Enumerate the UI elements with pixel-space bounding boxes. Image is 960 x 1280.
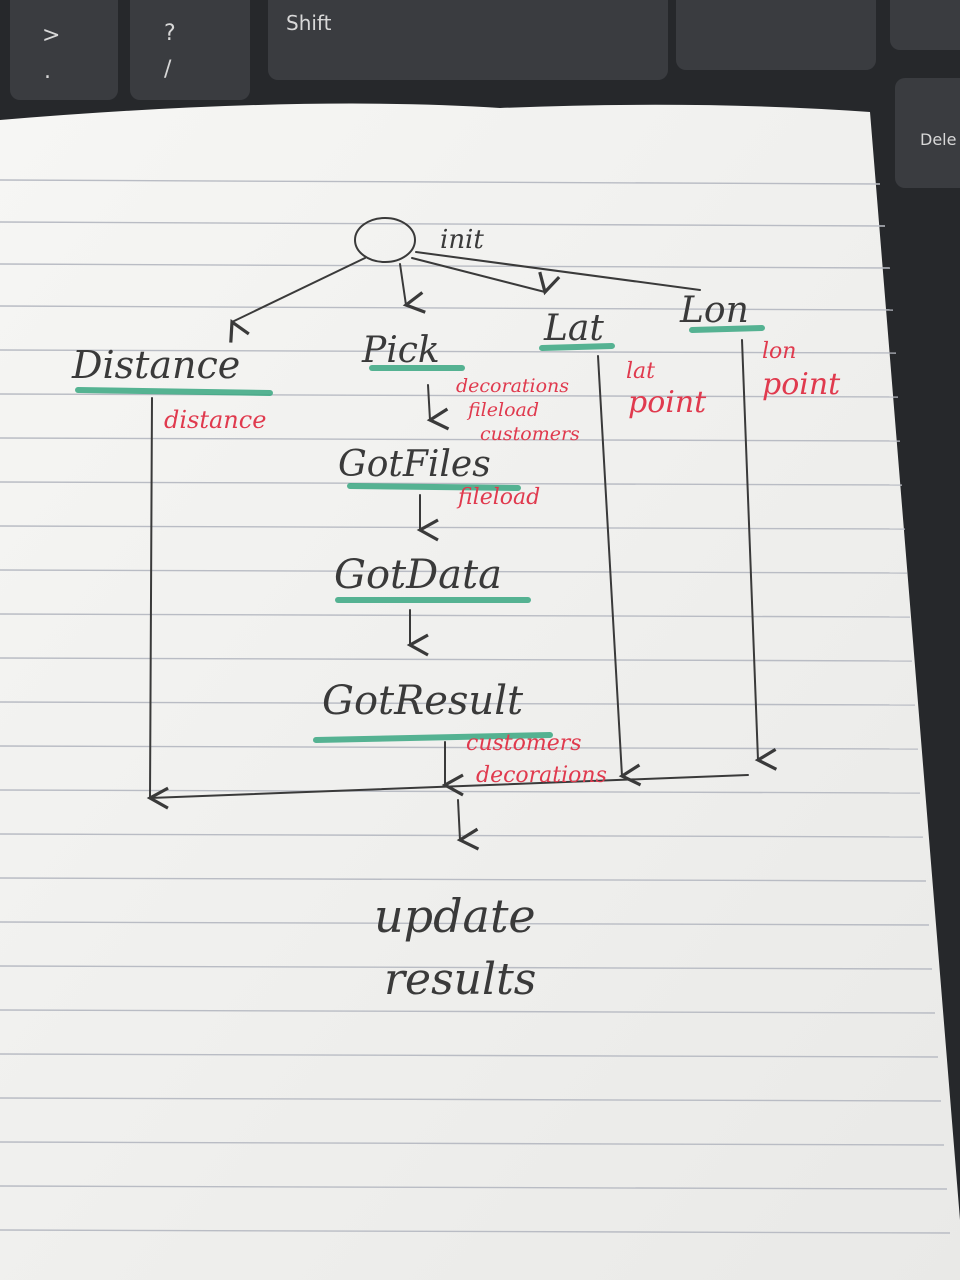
notebook-page [0,103,960,1280]
init-node [354,217,416,263]
label-got-data: GotData [334,552,502,598]
line-lat-down [597,355,642,787]
key-blank [676,0,876,70]
note-got-result-2: decorations [476,763,607,788]
note-pick-2: fileload [466,399,539,421]
label-got-result: GotResult [322,678,524,724]
note-pick-3: customers [480,423,580,445]
arrow-merge-update [456,799,480,851]
red-annotations: distance decorations fileload customers … [164,339,841,788]
arrow-init-pick [399,263,426,314]
label-distance: Distance [71,343,240,387]
key-question-top: ? [164,21,176,46]
note-distance: distance [164,406,266,434]
line-lon-down [741,339,778,771]
label-pick: Pick [361,330,440,371]
note-lat-2: point [628,385,707,420]
key-delete-label: Dele [920,130,956,149]
label-got-files: GotFiles [338,444,491,485]
key-shift-label: Shift [286,11,332,35]
note-lon-1: lon [762,339,796,364]
label-init: init [440,225,484,255]
label-lat: Lat [543,308,604,349]
arrow-pick-gotfiles [426,384,450,431]
key-shift [268,0,668,80]
flow-arrows [146,217,778,851]
arrow-init-lon [415,251,701,291]
key-greater [10,0,118,100]
arrow-init-lat [411,257,561,296]
key-greater-bottom: . [44,59,51,84]
label-update: update [374,889,536,943]
label-results: results [384,954,536,1005]
green-underlines [75,325,765,743]
merge-line [149,774,749,799]
key-question [130,0,250,100]
key-delete [895,78,960,188]
key-question-bottom: / [164,57,172,82]
arrow-init-distance [229,257,366,343]
key-greater-top: > [42,23,60,48]
line-distance-down [146,397,169,810]
key-edge [890,0,960,50]
label-lon: Lon [679,290,749,331]
note-got-files: fileload [456,485,540,510]
note-pick-1: decorations [456,375,569,397]
state-labels: init Distance Pick Lat Lon GotFiles GotD… [71,225,749,1005]
note-got-result-1: customers [466,731,582,756]
note-lon-2: point [762,367,841,402]
note-lat-1: lat [626,359,655,384]
